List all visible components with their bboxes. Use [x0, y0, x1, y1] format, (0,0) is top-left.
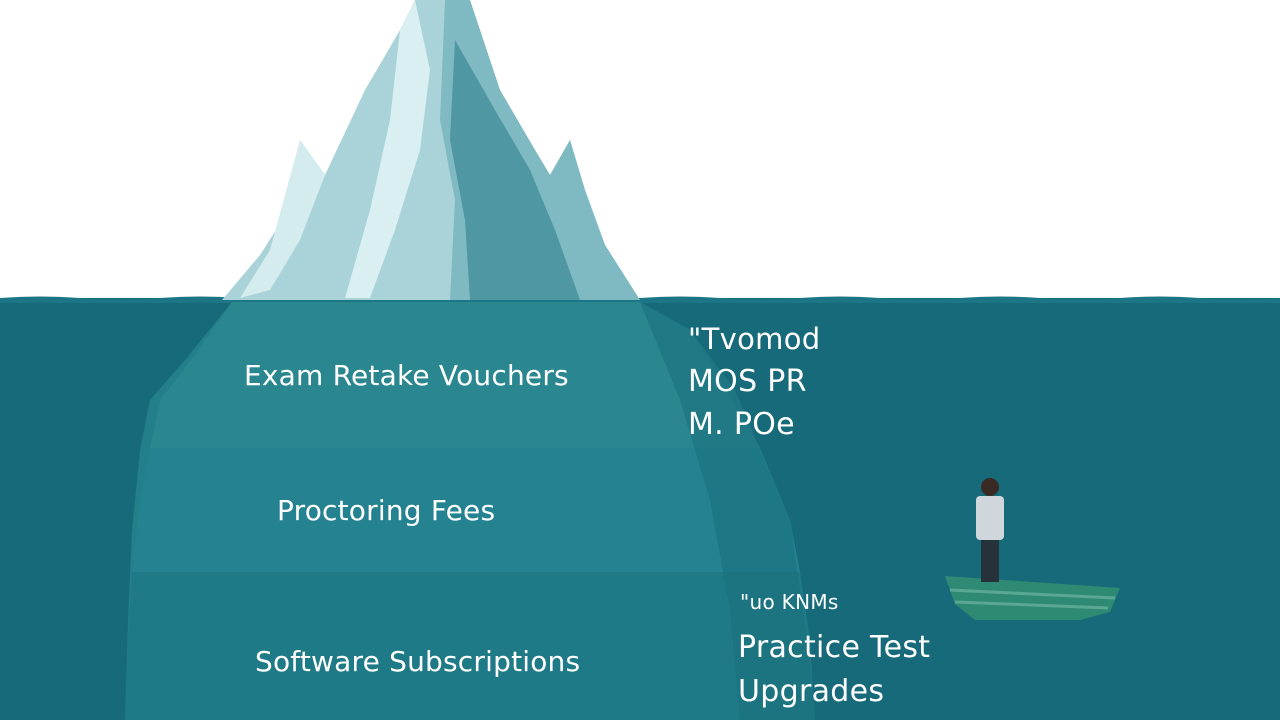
iceberg-tip-highlight-2: [345, 0, 430, 298]
person-legs: [981, 540, 999, 582]
iceberg-tip-dark: [450, 40, 580, 300]
side-text-lower-line-1: "uo KNMs: [740, 590, 839, 614]
iceberg-tip-highlight: [240, 140, 325, 298]
person-head: [981, 478, 999, 496]
side-text-upper-line-1: "Tvomod: [688, 322, 821, 356]
boat-stripe: [949, 588, 1116, 600]
iceberg-tier-1: [150, 302, 760, 448]
iceberg-shadow: [640, 302, 815, 720]
tier-label-proctoring-fees: Proctoring Fees: [277, 494, 496, 527]
side-text-lower-line-3: Upgrades: [738, 674, 885, 709]
iceberg-tier-3: [125, 572, 815, 720]
rowboat-icon: [945, 576, 1120, 620]
tier-label-software-subscriptions: Software Subscriptions: [255, 645, 581, 678]
side-text-upper-line-2: MOS PR: [688, 364, 807, 399]
person-torso: [976, 496, 1004, 540]
boat-group: [945, 478, 1120, 620]
iceberg-tier-2: [132, 448, 800, 572]
side-text-upper-line-3: M. POe: [688, 407, 795, 442]
tier-label-exam-retake-vouchers: Exam Retake Vouchers: [244, 359, 569, 392]
side-text-lower-line-2: Practice Test: [738, 630, 931, 665]
boat-stripe-2: [954, 600, 1109, 610]
person-standing-icon: [976, 478, 1004, 582]
sky: [0, 0, 1280, 298]
